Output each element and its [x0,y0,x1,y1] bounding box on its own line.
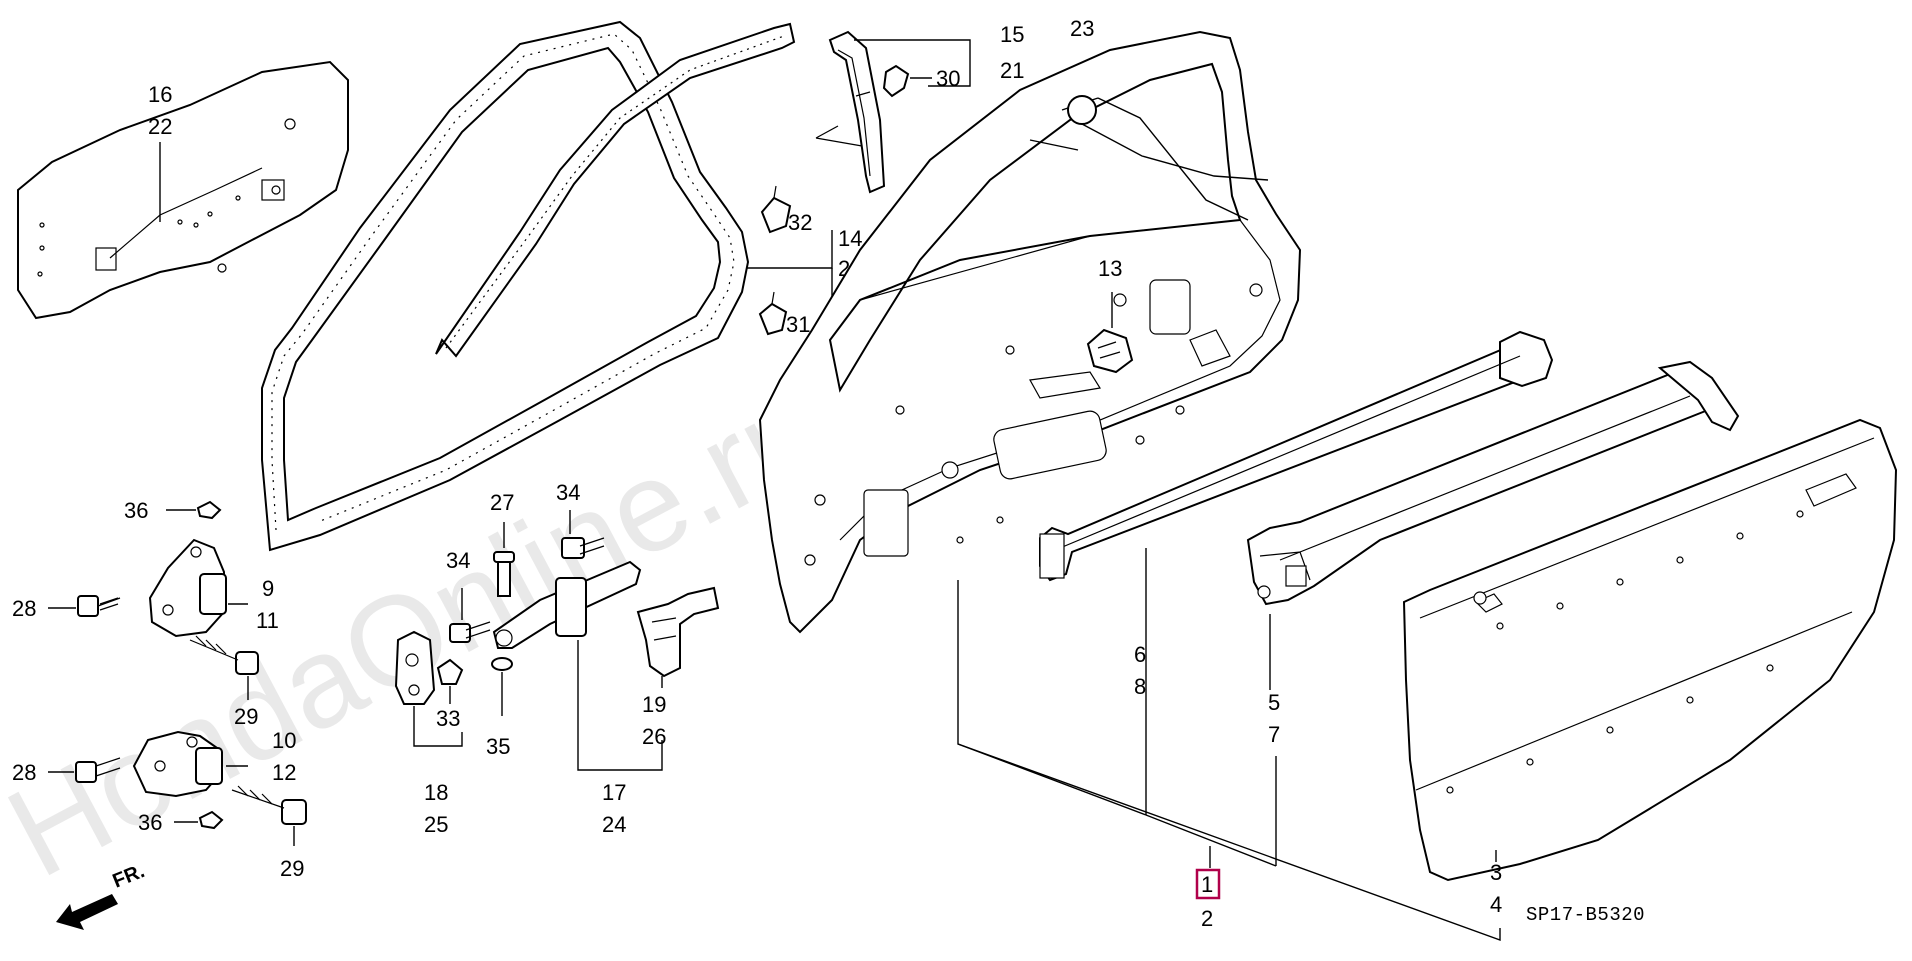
callout-22: 22 [148,114,172,139]
callout-18: 18 [424,780,448,805]
callout-13: 13 [1098,256,1122,281]
callout-9: 9 [262,576,274,601]
door-inner-panel[interactable] [758,30,1302,634]
callout-21: 21 [1000,58,1024,83]
checker-bracket[interactable] [636,586,720,678]
door-checker-arm[interactable] [492,560,642,649]
callout-4: 4 [1490,892,1502,917]
callout-36-upper: 36 [124,498,148,523]
clip-32[interactable] [760,185,792,234]
bolt-29-upper[interactable] [189,635,259,675]
door-run-channel[interactable] [435,22,796,358]
lock-clip-36-upper[interactable] [196,500,222,520]
checker-clip-33[interactable] [436,658,464,685]
callout-11: 11 [256,608,279,633]
bolt-28-upper[interactable] [77,595,121,617]
callout-12: 12 [272,760,296,785]
callout-5: 5 [1268,690,1280,715]
clip-31[interactable] [758,291,788,336]
bolt-28-lower[interactable] [75,757,121,783]
callout-1-highlight [1195,868,1221,900]
callout-30: 30 [936,66,960,91]
bolt-34-right[interactable] [561,537,605,559]
callout-35: 35 [486,734,510,759]
callout-33: 33 [436,706,460,731]
lower-hinge[interactable] [132,730,223,798]
lock-clip-36-lower[interactable] [198,810,224,830]
callout-15: 15 [1000,22,1024,47]
callout-3: 3 [1490,860,1502,885]
callout-31: 31 [786,312,810,337]
callout-29-upper: 29 [234,704,258,729]
callout-29-lower: 29 [280,856,304,881]
callout-17: 17 [602,780,626,805]
door-outer-skin[interactable] [1402,418,1898,882]
channel-clip-30[interactable] [882,64,910,98]
washer-35[interactable] [491,657,513,671]
callout-14: 14 [838,226,862,251]
callout-34-right: 34 [556,480,580,505]
callout-23: 23 [1070,16,1094,41]
callout-8: 8 [1134,674,1146,699]
callout-2: 2 [1201,906,1213,931]
door-checker-18[interactable] [394,630,436,705]
callout-10: 10 [272,728,296,753]
callout-36-lower: 36 [138,810,162,835]
door-reinforcement[interactable] [1246,360,1740,606]
callout-34-left: 34 [446,548,470,573]
pin-27[interactable] [493,551,515,597]
door-stop-rubber-13[interactable] [1086,328,1134,374]
callout-19: 19 [642,692,666,717]
callout-1[interactable]: 1 [1201,872,1213,897]
rear-window-channel[interactable] [815,30,886,194]
callout-25: 25 [424,812,448,837]
callout-28-upper: 28 [12,596,36,621]
callout-6: 6 [1134,642,1146,667]
callout-26: 26 [642,724,666,749]
bolt-34-left[interactable] [449,621,491,643]
door-beam[interactable] [1039,330,1554,582]
upper-hinge[interactable] [148,538,227,638]
callout-28-lower: 28 [12,760,36,785]
plug-23[interactable] [1067,95,1097,125]
callout-24: 24 [602,812,626,837]
callout-16: 16 [148,82,172,107]
callout-27: 27 [490,490,514,515]
callout-7: 7 [1268,722,1280,747]
door-insulator-sheet[interactable] [17,60,349,320]
bolt-29-lower[interactable] [231,785,307,825]
drawing-code: SP17-B5320 [1526,904,1645,926]
callout-32: 32 [788,210,812,235]
